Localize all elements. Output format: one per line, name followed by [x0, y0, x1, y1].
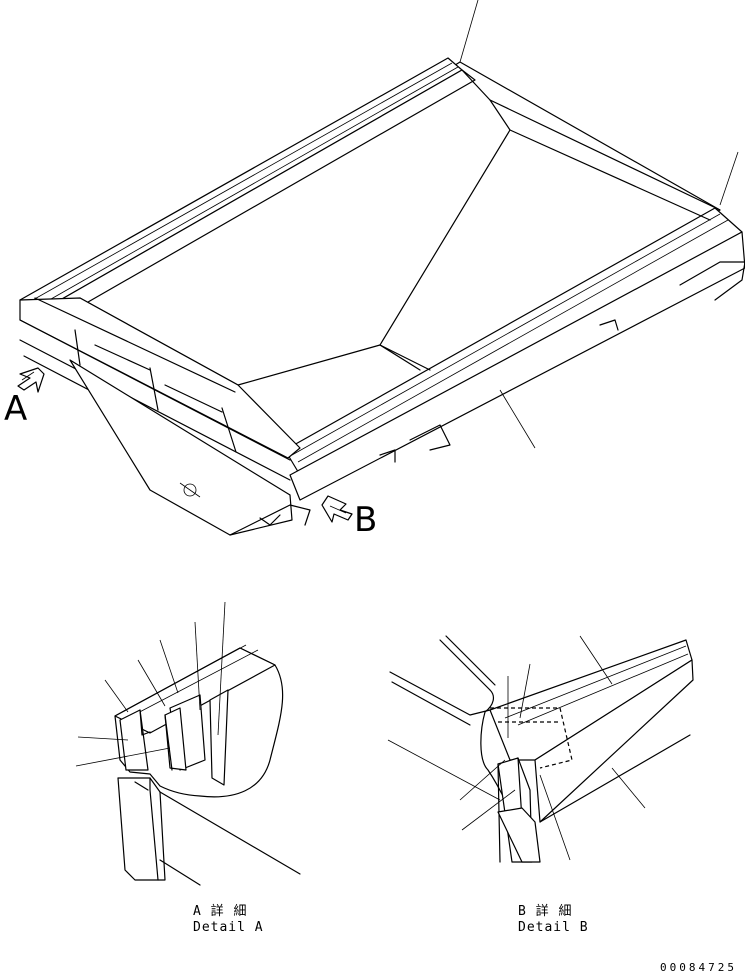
view-arrow-a	[17, 367, 45, 393]
view-label-b: B	[354, 500, 377, 540]
detail-b-title: B 詳 細	[518, 903, 572, 919]
dump-body-illustration	[19, 0, 745, 536]
view-label-a: A	[4, 389, 27, 429]
detail-b-illustration	[387, 635, 694, 863]
detail-a-title: A 詳 細	[193, 903, 247, 919]
detail-b-subtitle: Detail B	[518, 920, 589, 935]
drawing-number: 00084725	[660, 961, 737, 973]
detail-a-subtitle: Detail A	[193, 920, 264, 935]
detail-a-illustration	[75, 601, 301, 886]
view-arrow-b	[321, 495, 353, 523]
